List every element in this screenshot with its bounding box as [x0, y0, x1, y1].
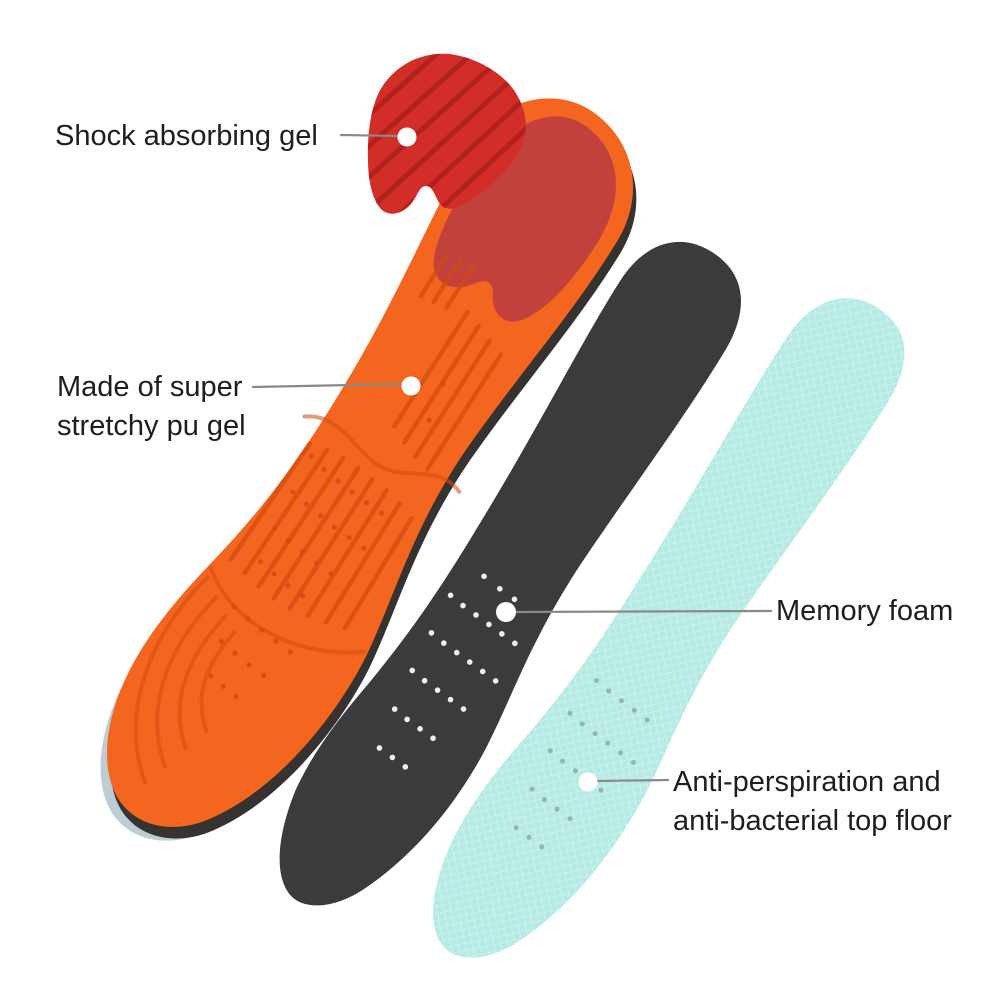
black-insole-surface — [279, 241, 741, 906]
top-cloth-insole — [433, 298, 905, 958]
label-shock-absorbing-gel: Shock absorbing gel — [55, 117, 318, 156]
label-text-line1: Anti-perspiration and — [673, 766, 941, 798]
label-top-cloth: Anti-perspiration and anti-bacterial top… — [673, 763, 952, 841]
teal-perforations — [513, 678, 650, 850]
pu-gel-insole — [100, 98, 637, 841]
memory-foam-insole — [279, 241, 741, 906]
callout-dot-top-cloth — [578, 772, 598, 792]
label-text: Shock absorbing gel — [55, 120, 318, 152]
label-text-line2: stretchy pu gel — [57, 410, 246, 442]
midfoot-ridges — [228, 441, 414, 630]
label-text-line2: anti-bacterial top floor — [673, 805, 952, 837]
leader-line-top-cloth — [595, 778, 670, 783]
black-perforations — [376, 573, 518, 770]
callouts — [251, 127, 773, 792]
toe-arcs — [133, 575, 236, 785]
callout-dot-shock-gel — [397, 127, 417, 147]
midfoot-seam-lower — [209, 566, 367, 655]
label-memory-foam: Memory foam — [776, 592, 953, 631]
leader-line-memory-foam — [514, 609, 773, 614]
leader-line-pu-gel — [251, 382, 403, 389]
midfoot-seam-upper — [302, 414, 462, 494]
label-text: Memory foam — [776, 595, 954, 627]
callout-dot-pu-gel — [401, 376, 421, 396]
teal-mesh-texture — [433, 298, 905, 958]
label-pu-gel: Made of super stretchy pu gel — [57, 368, 246, 446]
leader-line-shock-gel — [339, 133, 401, 138]
label-text-line1: Made of super — [57, 371, 243, 403]
orange-perforations — [208, 381, 446, 700]
callout-dot-memory-foam — [496, 602, 516, 622]
